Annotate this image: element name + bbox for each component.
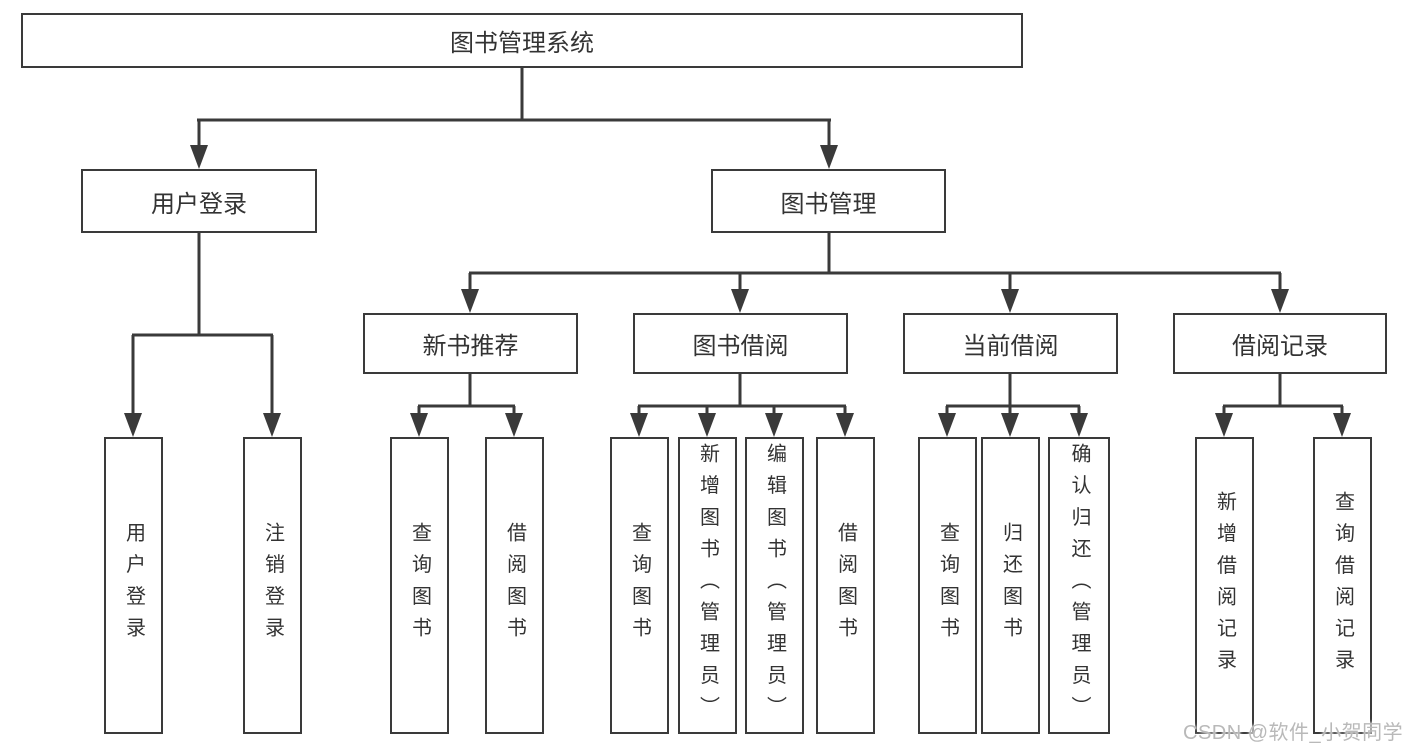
- leaf-query-books-borrowing: 查询图书: [610, 437, 669, 734]
- leaf-query-books-current-label: 查询图书: [936, 522, 959, 649]
- leaf-query-borrow-record: 查询借阅记录: [1313, 437, 1372, 734]
- node-book-borrowing: 图书借阅: [633, 313, 848, 374]
- leaf-query-books-recommend-label: 查询图书: [408, 522, 431, 649]
- leaf-user-login-label: 用户登录: [122, 522, 145, 649]
- node-new-book-recommend: 新书推荐: [363, 313, 578, 374]
- connector-path: [131, 66, 1344, 416]
- arrowheads: [124, 145, 1351, 437]
- leaf-add-book-admin-label: 新增图书（管理员）: [696, 443, 719, 728]
- leaf-confirm-return-admin: 确认归还（管理员）: [1048, 437, 1110, 734]
- leaf-logout-label: 注销登录: [261, 522, 284, 649]
- leaf-return-books: 归还图书: [981, 437, 1040, 734]
- leaf-add-borrow-record: 新增借阅记录: [1195, 437, 1254, 734]
- leaf-user-login: 用户登录: [104, 437, 163, 734]
- csdn-watermark: CSDN @软件_小贺同学: [1183, 722, 1404, 744]
- leaf-query-books-current: 查询图书: [918, 437, 977, 734]
- node-current-borrowing: 当前借阅: [903, 313, 1118, 374]
- node-library-management-system: 图书管理系统: [21, 13, 1023, 68]
- leaf-borrow-books-borrowing-label: 借阅图书: [834, 522, 857, 649]
- node-book-management: 图书管理: [711, 169, 946, 233]
- leaf-add-borrow-record-label: 新增借阅记录: [1213, 490, 1236, 681]
- leaf-edit-book-admin-label: 编辑图书（管理员）: [763, 443, 786, 728]
- node-borrowing-records: 借阅记录: [1173, 313, 1387, 374]
- leaf-query-books-recommend: 查询图书: [390, 437, 449, 734]
- leaf-query-borrow-record-label: 查询借阅记录: [1331, 490, 1354, 681]
- leaf-add-book-admin: 新增图书（管理员）: [678, 437, 737, 734]
- leaf-confirm-return-admin-label: 确认归还（管理员）: [1068, 443, 1090, 728]
- leaf-edit-book-admin: 编辑图书（管理员）: [745, 437, 804, 734]
- leaf-borrow-books-recommend: 借阅图书: [485, 437, 544, 734]
- leaf-borrow-books-borrowing: 借阅图书: [816, 437, 875, 734]
- leaf-borrow-books-recommend-label: 借阅图书: [503, 522, 526, 649]
- node-user-login: 用户登录: [81, 169, 317, 233]
- leaf-logout: 注销登录: [243, 437, 302, 734]
- leaf-query-books-borrowing-label: 查询图书: [628, 522, 651, 649]
- leaf-return-books-label: 归还图书: [999, 522, 1022, 649]
